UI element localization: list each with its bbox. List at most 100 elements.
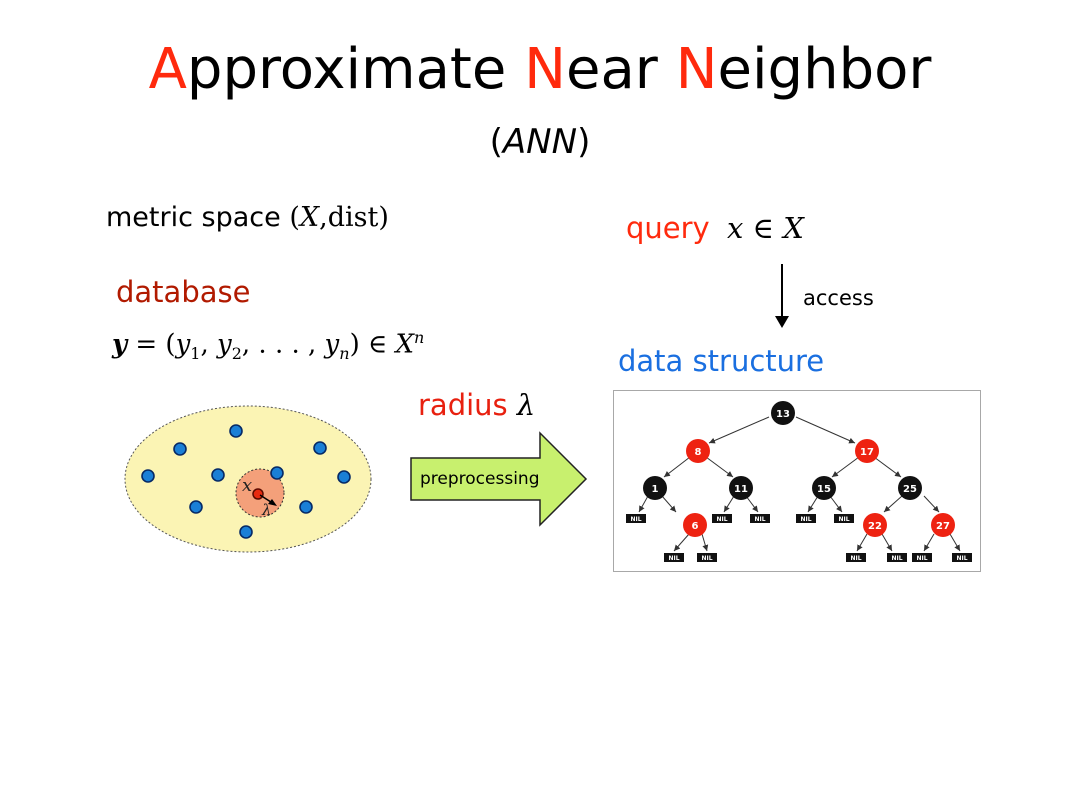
- nil-label: NIL: [701, 555, 712, 562]
- formula-y-bold: y: [112, 329, 128, 360]
- nil-leaf: [626, 514, 646, 523]
- metric-x: X: [299, 202, 320, 233]
- tree-node-key: 1: [652, 484, 659, 495]
- preprocessing-arrow-shape: [410, 431, 588, 527]
- tree-node-8: [686, 439, 710, 463]
- radius-label: radius: [418, 388, 517, 422]
- nil-leaf: [664, 553, 684, 562]
- tree-edges: [638, 416, 961, 552]
- tree-edge: [923, 495, 940, 513]
- tree-node-25: [898, 476, 922, 500]
- data-structure-label: data structure: [618, 344, 825, 378]
- tree-node-1: [643, 476, 667, 500]
- point: [337, 470, 351, 484]
- nil-label: NIL: [754, 516, 765, 523]
- nil-leaf: [697, 553, 717, 562]
- tree-edge: [701, 533, 709, 552]
- formula-x: X: [395, 329, 414, 360]
- query-x: x: [726, 211, 744, 245]
- database-point-set: x λ: [124, 405, 372, 553]
- nil-leaf: [846, 553, 866, 562]
- access-arrow: [775, 264, 789, 328]
- tree-edge: [638, 495, 649, 513]
- tree-nodes: 13 8 17 1 11 15 25 6 22 27: [643, 401, 955, 537]
- nil-leaf: [796, 514, 816, 523]
- nil-leaf: [834, 514, 854, 523]
- tree-edge: [745, 495, 759, 513]
- metric-paren-close: ): [378, 202, 389, 233]
- tree-edge: [705, 456, 734, 478]
- subtitle-paren-open: (: [489, 122, 503, 162]
- tree-node-key: 17: [860, 447, 874, 458]
- formula-yn: y: [324, 329, 340, 360]
- nil-label: NIL: [630, 516, 641, 523]
- tree-edge: [883, 495, 903, 513]
- tree-node-13: [771, 401, 795, 425]
- tree-node-15: [812, 476, 836, 500]
- formula-in: ) ∈: [349, 329, 396, 360]
- tree-node-key: 13: [776, 409, 790, 420]
- tree-node-17: [855, 439, 879, 463]
- slide-title: Approximate Near Neighbor: [0, 38, 1080, 102]
- title-letter-n1: N: [524, 37, 567, 102]
- tree-edge: [807, 495, 819, 513]
- radius-line: radius λ: [418, 386, 535, 424]
- tree-node-key: 11: [734, 484, 748, 495]
- formula-sub1: 1: [190, 343, 201, 363]
- nil-label: NIL: [838, 516, 849, 523]
- subtitle-ann: ANN: [502, 122, 578, 162]
- tree-node-key: 8: [695, 447, 702, 458]
- nil-leaf: [952, 553, 972, 562]
- tree-edge: [831, 456, 860, 478]
- nil-label: NIL: [916, 555, 927, 562]
- tree-edge: [795, 416, 856, 444]
- point: [229, 424, 243, 438]
- nil-leaf: [712, 514, 732, 523]
- database-label: database: [116, 275, 251, 309]
- title-word-approximate: pproximate: [186, 37, 507, 102]
- tree-edge: [829, 495, 843, 513]
- point: [313, 441, 327, 455]
- preprocessing-label: preprocessing: [420, 469, 539, 489]
- radius-arrow-head: [268, 499, 277, 506]
- nil-leaf: [912, 553, 932, 562]
- database-formula: y = (y1, y2, . . . , yn) ∈ Xn: [112, 320, 424, 372]
- metric-space-line: metric space (X,dist): [106, 200, 389, 236]
- title-word-near: ear: [566, 37, 658, 102]
- tree-edge: [856, 533, 868, 552]
- formula-sep2: , . . . ,: [241, 329, 325, 360]
- tree-edge: [873, 456, 902, 478]
- tree-edge: [708, 416, 770, 444]
- point: [299, 500, 313, 514]
- access-label: access: [803, 286, 874, 310]
- tree-node-27: [931, 513, 955, 537]
- point: [141, 469, 155, 483]
- nil-label: NIL: [891, 555, 902, 562]
- database-points: [141, 424, 351, 539]
- formula-sub2: 2: [231, 343, 242, 363]
- tree-node-key: 22: [868, 521, 882, 532]
- query-in: ∈: [743, 211, 784, 245]
- point: [189, 500, 203, 514]
- point: [270, 466, 284, 480]
- metric-comma: ,: [319, 202, 328, 233]
- formula-sep1: ,: [200, 329, 217, 360]
- red-black-tree: 13 8 17 1 11 15 25 6 22 27: [626, 401, 972, 562]
- tree-node-22: [863, 513, 887, 537]
- radius-lambda: λ: [516, 388, 536, 422]
- query-label: query: [626, 211, 710, 245]
- nil-label: NIL: [668, 555, 679, 562]
- tree-node-key: 25: [903, 484, 917, 495]
- tree-edge: [923, 533, 935, 552]
- title-word-neighbor: eighbor: [717, 37, 932, 102]
- subtitle-paren-close: ): [577, 122, 591, 162]
- radius-symbol: λ: [261, 501, 272, 519]
- nil-label: NIL: [800, 516, 811, 523]
- query-point: [252, 488, 264, 500]
- nil-label: NIL: [850, 555, 861, 562]
- formula-subn: n: [339, 343, 350, 363]
- query-point-label: x: [242, 475, 252, 496]
- query-line: query x ∈ X: [626, 208, 804, 248]
- nil-label: NIL: [716, 516, 727, 523]
- tree-edge: [723, 495, 735, 513]
